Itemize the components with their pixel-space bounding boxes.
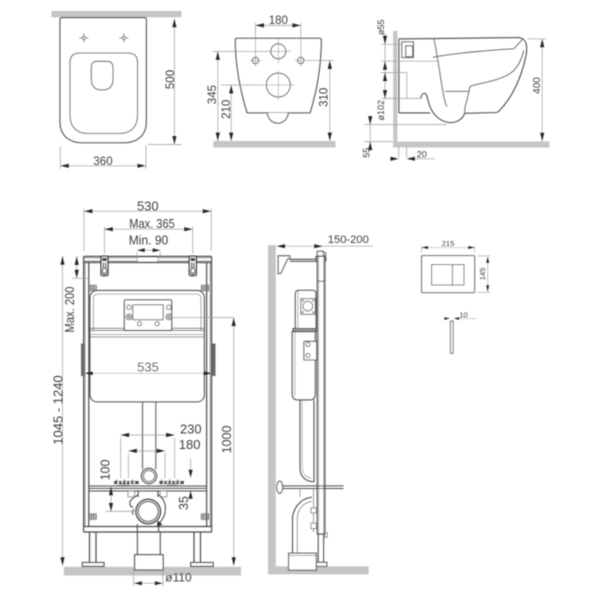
svg-text:100: 100 [98, 460, 112, 481]
svg-text:150-200: 150-200 [328, 234, 369, 246]
svg-text:10: 10 [459, 310, 467, 319]
svg-text:360: 360 [93, 156, 112, 168]
svg-text:530: 530 [137, 199, 159, 214]
svg-text:310: 310 [319, 88, 331, 107]
svg-text:215: 215 [442, 239, 455, 248]
svg-text:500: 500 [165, 70, 177, 89]
svg-text:535: 535 [137, 360, 159, 375]
svg-text:400: 400 [532, 77, 543, 94]
svg-text:210: 210 [221, 100, 233, 119]
svg-text:345: 345 [207, 85, 219, 104]
svg-text:Max. 200: Max. 200 [63, 286, 77, 332]
svg-text:ø55: ø55 [376, 20, 386, 36]
svg-text:Max. 365: Max. 365 [129, 216, 175, 231]
svg-text:1000: 1000 [220, 426, 234, 454]
svg-text:180: 180 [179, 437, 201, 452]
svg-text:230: 230 [180, 421, 202, 436]
svg-text:ø110: ø110 [165, 571, 192, 585]
svg-text:35: 35 [177, 496, 191, 510]
svg-text:55: 55 [361, 148, 371, 158]
svg-text:20: 20 [417, 149, 427, 159]
svg-text:ø102: ø102 [376, 100, 386, 121]
svg-text:180: 180 [269, 15, 288, 27]
svg-text:1045 - 1240: 1045 - 1240 [50, 375, 65, 444]
svg-text:145: 145 [478, 268, 487, 281]
svg-text:Min. 90: Min. 90 [129, 233, 169, 248]
